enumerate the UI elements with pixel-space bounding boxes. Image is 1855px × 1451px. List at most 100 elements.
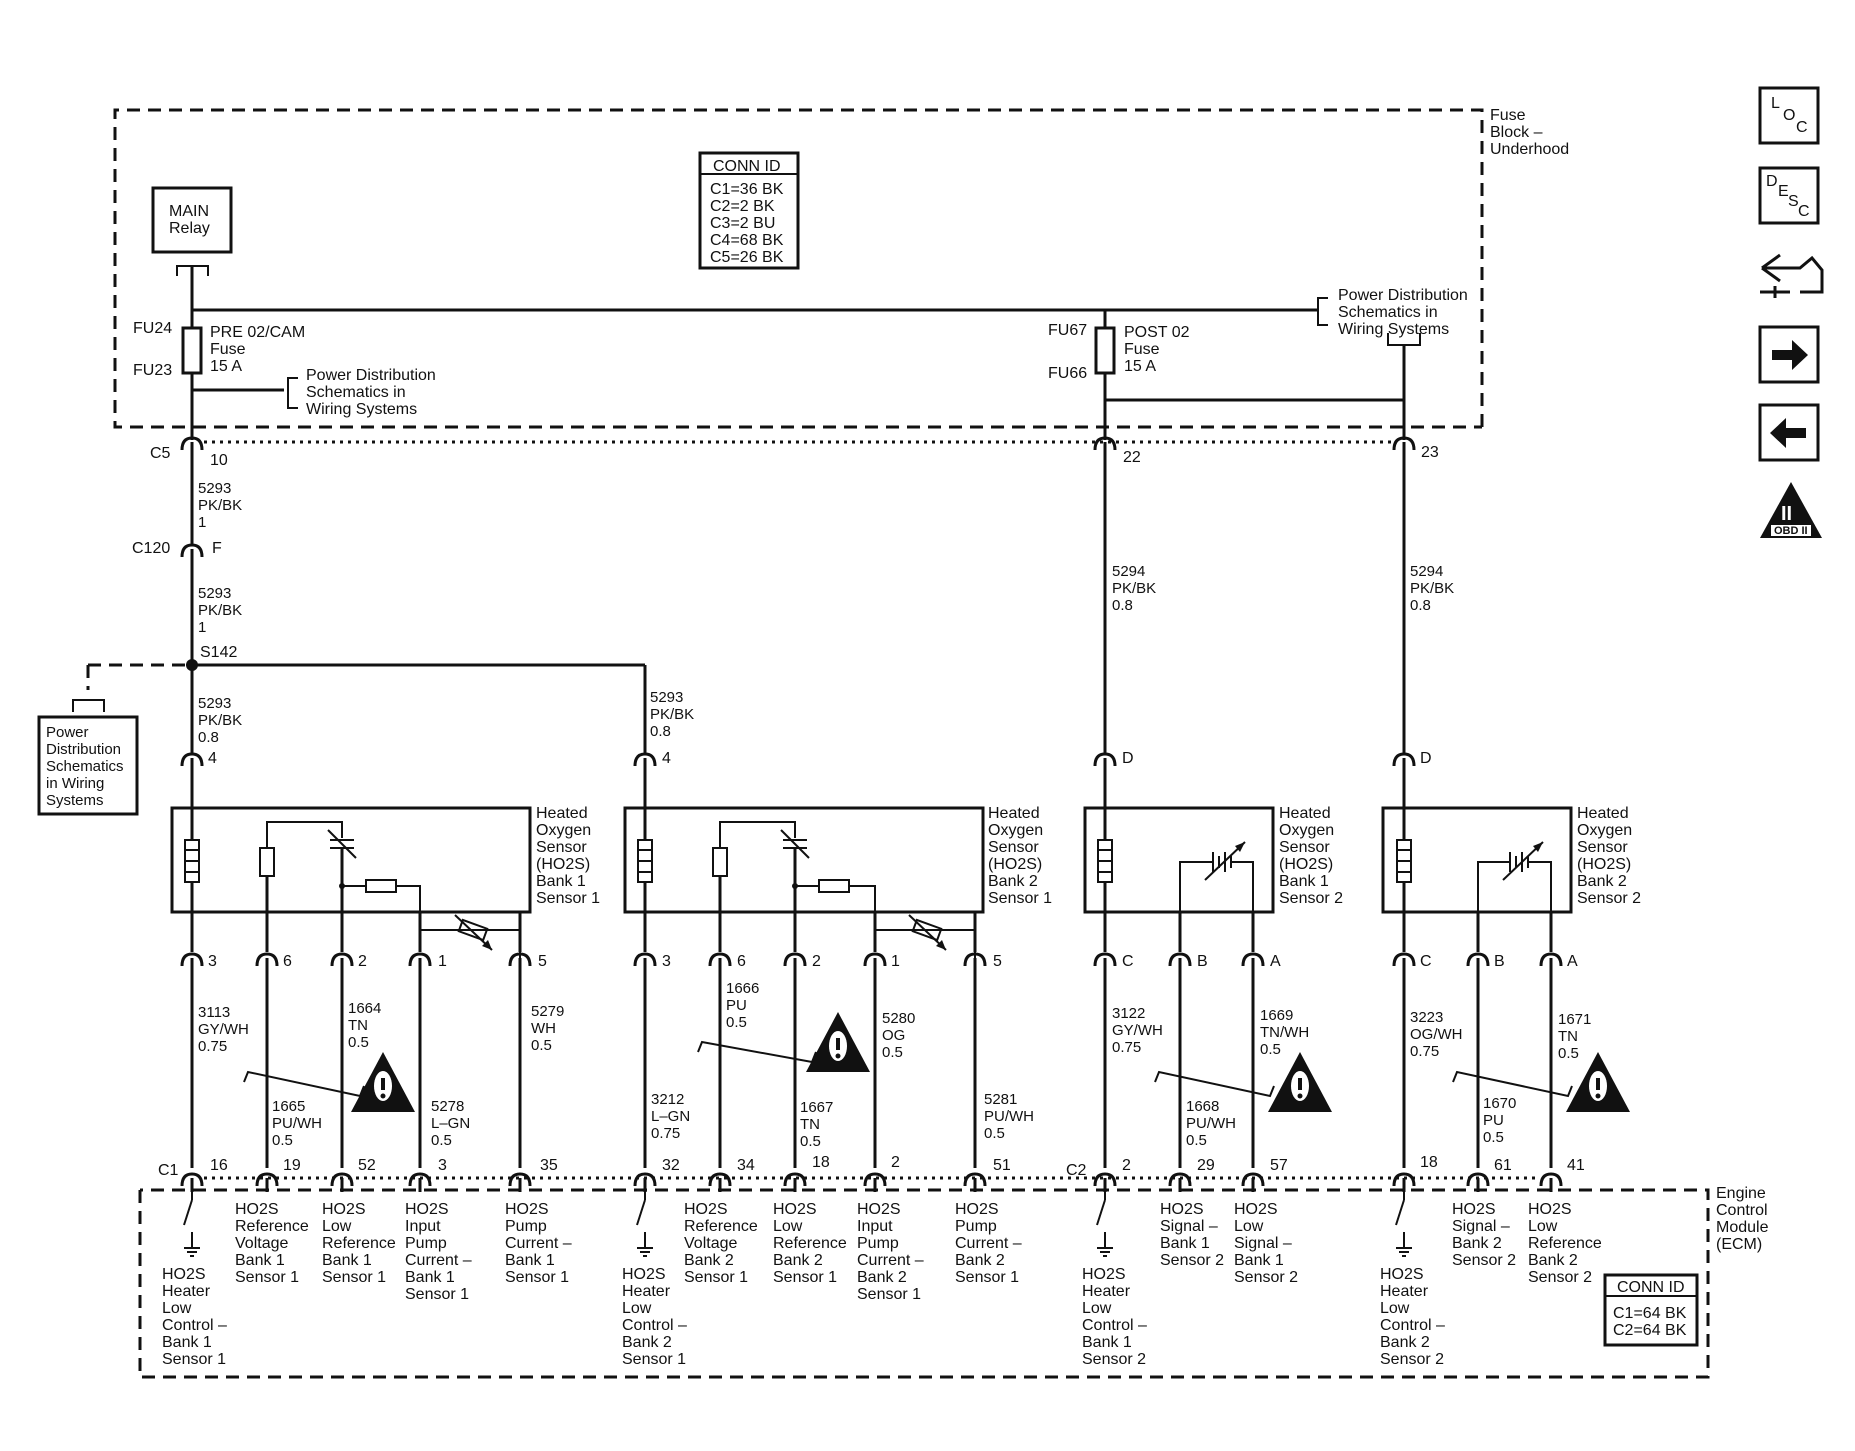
nav-next-button[interactable] xyxy=(1758,325,1820,384)
c120-pin-f: F xyxy=(212,540,222,557)
c5-pin-22: 22 xyxy=(1123,449,1141,466)
warning-icons xyxy=(351,1012,1630,1112)
nav-obd-ii-icon[interactable]: II OBD II xyxy=(1760,482,1822,538)
svg-text:6: 6 xyxy=(283,953,292,970)
c2-label: C2 xyxy=(1066,1162,1087,1179)
ground-switch-icon xyxy=(636,1190,653,1257)
connector-cup-sensor-bottom-11 xyxy=(1093,952,1117,972)
connector-symbols xyxy=(180,436,1563,1192)
svg-text:35: 35 xyxy=(540,1157,558,1174)
connector-cup-sensor-bottom-16 xyxy=(1539,952,1563,972)
ecm-pins: 16 19 52 3 35 32 34 18 2 51 2 29 57 18 6… xyxy=(210,1154,1585,1174)
nav-loc-button[interactable]: L O C xyxy=(1758,86,1820,145)
svg-text:3: 3 xyxy=(208,953,217,970)
conn-id-bottom-title: CONN ID xyxy=(1617,1279,1685,1296)
warning-icon xyxy=(1268,1052,1332,1112)
arrow-right-icon xyxy=(1772,340,1808,370)
arrow-left-icon xyxy=(1770,418,1806,448)
connector-cup-sensor-bottom-7 xyxy=(708,952,732,972)
svg-text:C: C xyxy=(1798,203,1810,220)
c5-label: C5 xyxy=(150,445,171,462)
svg-text:C: C xyxy=(1122,953,1134,970)
ground-switch-icon xyxy=(183,1190,200,1257)
svg-text:41: 41 xyxy=(1567,1157,1585,1174)
svg-text:1: 1 xyxy=(891,953,900,970)
s2-top-pin: 4 xyxy=(662,750,671,767)
connector-cup-ecm-16 xyxy=(1539,1172,1563,1192)
nav-harness-icon[interactable] xyxy=(1760,253,1824,298)
connector-cup-ecm-8 xyxy=(783,1172,807,1192)
svg-text:6: 6 xyxy=(737,953,746,970)
connector-cup-sensor-bottom-8 xyxy=(783,952,807,972)
svg-text:34: 34 xyxy=(737,1157,755,1174)
connector-cup-sensor-bottom-2 xyxy=(255,952,279,972)
svg-text:II: II xyxy=(1781,503,1792,525)
connector-cup-ecm-1 xyxy=(180,1172,204,1192)
svg-text:B: B xyxy=(1197,953,1208,970)
connector-cup-sensor-bottom-14 xyxy=(1392,952,1416,972)
svg-text:3: 3 xyxy=(438,1157,447,1174)
connector-cup-sensor-bottom-13 xyxy=(1241,952,1265,972)
nav-back-button[interactable] xyxy=(1758,403,1820,462)
nav-desc-button[interactable]: D E S C xyxy=(1758,166,1820,225)
twisted-pair-markers xyxy=(243,1040,1573,1098)
connector-cup-sensor-bottom-3 xyxy=(330,952,354,972)
sensor-bottom-pins: 3 6 2 1 5 3 6 2 1 5 C B A C B A xyxy=(208,953,1578,970)
svg-text:O: O xyxy=(1783,107,1795,124)
connector-cup-sensor-bottom-6 xyxy=(633,952,657,972)
svg-text:16: 16 xyxy=(210,1157,228,1174)
c1-label: C1 xyxy=(158,1162,179,1179)
svg-text:2: 2 xyxy=(812,953,821,970)
svg-text:C: C xyxy=(1420,953,1432,970)
svg-text:2: 2 xyxy=(1122,1157,1131,1174)
svg-text:32: 32 xyxy=(662,1157,680,1174)
connector-cup-sensor-bottom-9 xyxy=(863,952,887,972)
svg-text:19: 19 xyxy=(283,1157,301,1174)
svg-text:OBD II: OBD II xyxy=(1774,525,1808,537)
svg-text:3: 3 xyxy=(662,953,671,970)
connector-cup-sensor-bottom-15 xyxy=(1466,952,1490,972)
